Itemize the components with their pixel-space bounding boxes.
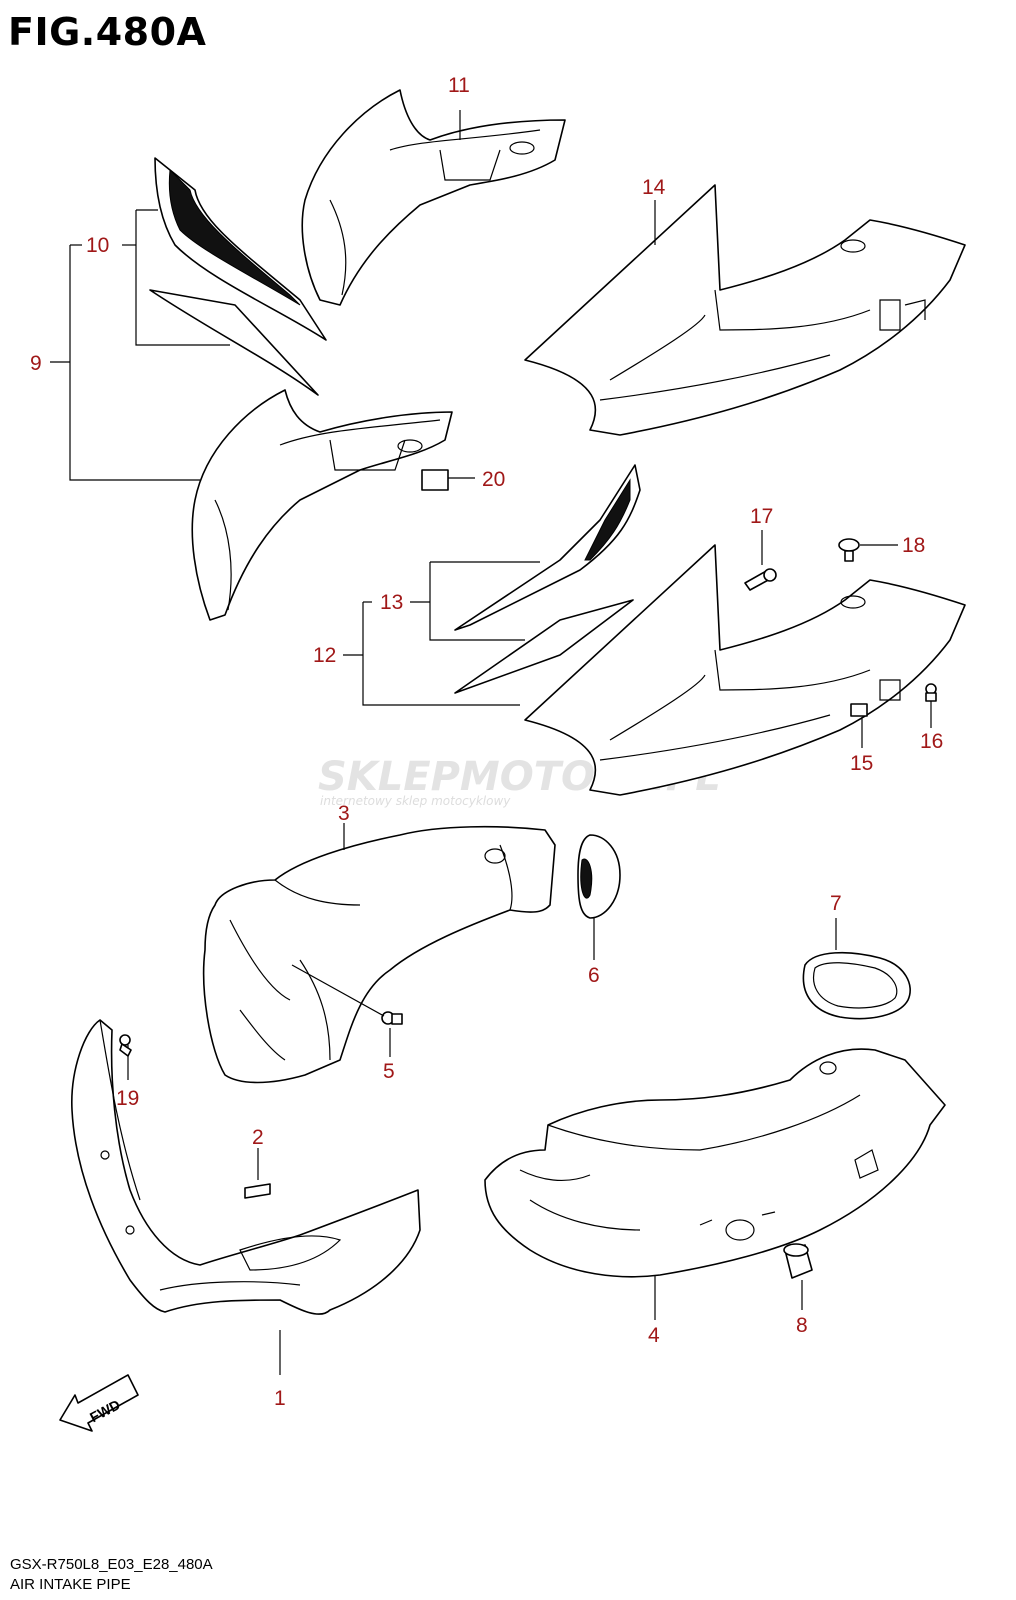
figure-title: FIG.480A (8, 10, 207, 54)
part-5-clip[interactable] (381, 1011, 403, 1025)
leader-lines-lower (127, 1045, 803, 1375)
part-2-label[interactable] (244, 1183, 271, 1199)
part-15-clip[interactable] (850, 703, 868, 717)
part-8-grommet[interactable] (783, 1243, 813, 1279)
model-code: GSX-R750L8_E03_E28_480A (10, 1556, 213, 1573)
callout-15: 15 (850, 752, 873, 775)
part-12-side-cowl[interactable] (524, 544, 966, 796)
callout-4: 4 (648, 1324, 660, 1347)
callout-16: 16 (920, 730, 943, 753)
part-13-decal-upper[interactable] (454, 464, 641, 631)
bracket-lines-9-10 (50, 110, 475, 481)
part-10-decal-lower[interactable] (149, 289, 319, 396)
callout-1: 1 (274, 1387, 286, 1410)
part-11-inner-panel[interactable] (301, 89, 566, 306)
part-13-decal-lower[interactable] (454, 599, 634, 694)
callout-20: 20 (482, 468, 505, 491)
part-7-gasket[interactable] (802, 951, 911, 1020)
group-name: AIR INTAKE PIPE (10, 1576, 131, 1593)
fwd-arrow-icon: FWD (59, 1374, 139, 1432)
callout-11: 11 (448, 74, 470, 97)
callout-9: 9 (30, 352, 42, 375)
part-19-screw[interactable] (119, 1034, 132, 1057)
callout-13: 13 (380, 591, 403, 614)
callout-labels: 1 2 3 4 5 6 7 8 9 10 11 12 13 14 15 16 1… (30, 74, 943, 1410)
callout-7: 7 (830, 892, 842, 915)
callout-19: 19 (116, 1087, 139, 1110)
callout-10: 10 (86, 234, 109, 257)
watermark-tagline: internetowy sklep motocyklowy (320, 794, 511, 808)
leader-lines-mid (291, 823, 837, 1057)
part-1-front-fairing[interactable] (71, 1019, 421, 1315)
part-6-seal[interactable] (577, 834, 621, 919)
part-18-grommet[interactable] (838, 538, 860, 562)
part-20-label[interactable] (421, 469, 449, 491)
part-9-inner-panel[interactable] (191, 389, 453, 621)
callout-3: 3 (338, 802, 350, 825)
part-16-fastener[interactable] (925, 683, 937, 702)
callout-14: 14 (642, 176, 666, 199)
callout-12: 12 (313, 644, 336, 667)
callout-6: 6 (588, 964, 600, 987)
callout-18: 18 (902, 534, 925, 557)
part-14-side-cowl[interactable] (524, 184, 966, 436)
callout-2: 2 (252, 1126, 264, 1149)
part-17-screw[interactable] (744, 568, 777, 591)
callout-8: 8 (796, 1314, 808, 1337)
part-3-air-intake-duct[interactable] (202, 825, 556, 1084)
part-4-air-intake-duct[interactable] (484, 1048, 946, 1278)
bracket-lines-12-13 (343, 200, 932, 748)
callout-17: 17 (750, 505, 773, 528)
part-10-decal-upper[interactable] (154, 157, 327, 341)
callout-5: 5 (383, 1060, 395, 1083)
